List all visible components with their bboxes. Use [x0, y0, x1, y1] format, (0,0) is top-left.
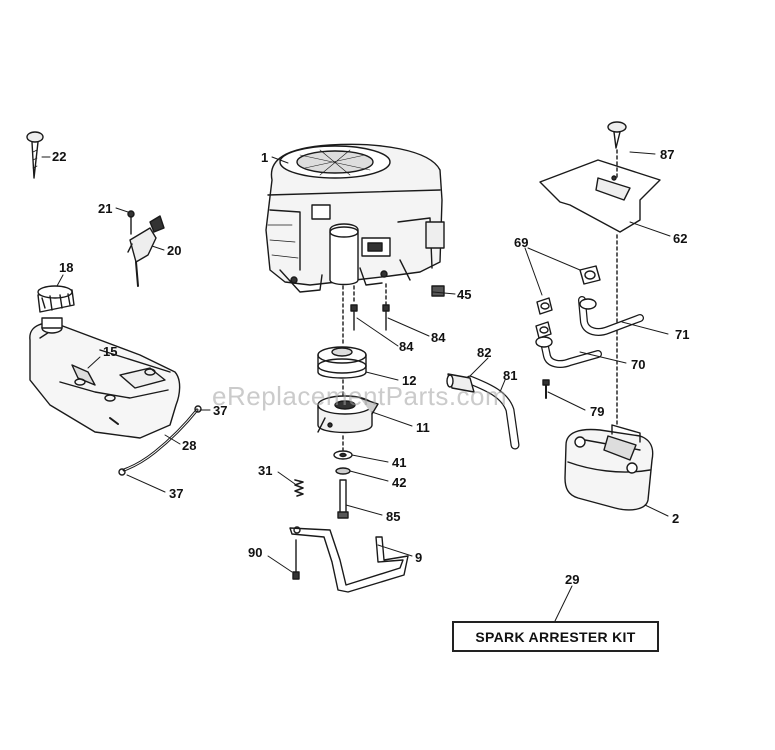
- callout-84-left: 84: [399, 339, 414, 354]
- bolts-84: [350, 283, 390, 331]
- screw-22: [26, 131, 44, 179]
- leader-lines: [41, 151, 671, 622]
- spark-arrester-kit-label: SPARK ARRESTER KIT: [475, 628, 636, 645]
- callout-69: 69: [514, 235, 529, 250]
- callout-82: 82: [477, 345, 492, 360]
- callout-21: 21: [98, 201, 113, 216]
- callout-42: 42: [392, 475, 407, 490]
- engine-part: [265, 143, 445, 293]
- fuel-line-28: [118, 405, 202, 476]
- exhaust-pipe-71: [578, 296, 644, 336]
- bracket-9: [289, 526, 409, 593]
- fuel-cap-18: [37, 285, 75, 313]
- callout-18: 18: [59, 260, 74, 275]
- bolt-45: [431, 285, 445, 297]
- fuel-tank-15: [29, 317, 181, 439]
- spark-arrester-kit-box: SPARK ARRESTER KIT: [452, 621, 659, 652]
- callout-11: 11: [416, 420, 430, 435]
- callout-20: 20: [167, 243, 182, 258]
- callout-37-upper: 37: [213, 403, 228, 418]
- callout-85: 85: [386, 509, 401, 524]
- callout-15: 15: [103, 344, 118, 359]
- pulley-12: [317, 346, 367, 379]
- callout-45: 45: [457, 287, 472, 302]
- callout-22: 22: [52, 149, 67, 164]
- clutch-11: [317, 395, 379, 434]
- screw-79: [542, 379, 550, 399]
- callout-9: 9: [415, 550, 423, 565]
- bolt-90: [292, 539, 300, 580]
- callout-62: 62: [673, 231, 688, 246]
- callout-79: 79: [590, 404, 605, 419]
- muffler-2: [564, 424, 654, 511]
- callout-28: 28: [182, 438, 197, 453]
- callout-81: 81: [503, 368, 518, 383]
- callout-84-right: 84: [431, 330, 446, 345]
- gaskets-69: [535, 265, 601, 339]
- callout-29: 29: [565, 572, 580, 587]
- spring-31: [294, 479, 304, 497]
- washers-41-42: [333, 450, 353, 475]
- callout-70: 70: [631, 357, 646, 372]
- exhaust-pipe-70: [535, 336, 602, 368]
- fitting-82: [446, 373, 475, 393]
- callout-71: 71: [675, 327, 690, 342]
- heat-shield-62: [539, 159, 661, 233]
- callout-87: 87: [660, 147, 675, 162]
- callout-2: 2: [672, 511, 680, 526]
- callout-1: 1: [261, 150, 269, 165]
- callout-31: 31: [258, 463, 273, 478]
- breather-tube-81: [465, 375, 520, 450]
- callout-37-lower: 37: [169, 486, 184, 501]
- bolt-85: [337, 285, 349, 519]
- callout-12: 12: [402, 373, 417, 388]
- valve-20: [127, 210, 165, 287]
- callout-90: 90: [248, 545, 263, 560]
- screw-87: [607, 121, 627, 426]
- watermark: eReplacementParts.com: [212, 381, 508, 411]
- callout-41: 41: [392, 455, 407, 470]
